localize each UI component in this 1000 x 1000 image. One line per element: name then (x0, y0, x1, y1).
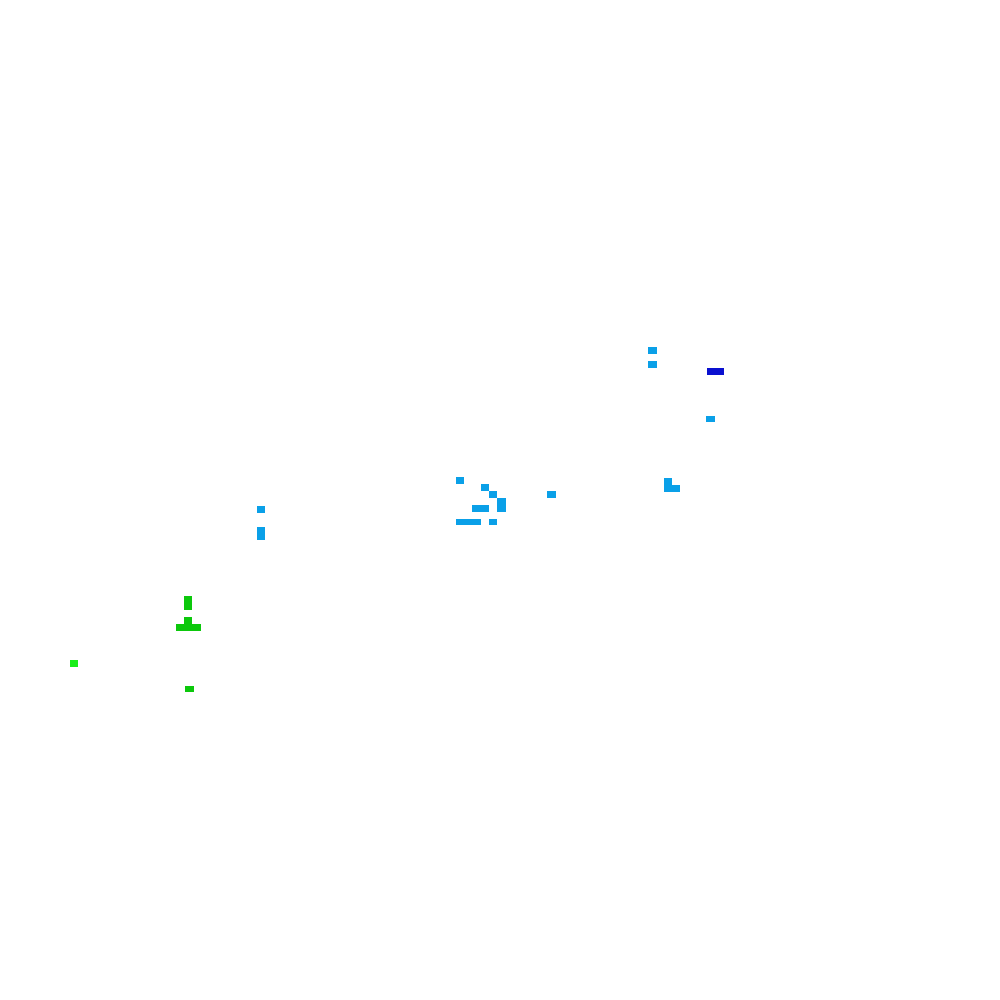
cell-green-2 (184, 617, 192, 624)
cell-blue-mid-4 (497, 498, 506, 512)
cell-blue-mid-1 (456, 477, 464, 484)
cell-blue-corner-2 (672, 485, 680, 492)
cell-blue-upper-2 (648, 361, 657, 368)
cell-green-4 (185, 686, 194, 692)
cell-dark-blue-bar (707, 368, 724, 375)
cell-blue-upper-1 (648, 347, 657, 354)
cell-green-1 (184, 596, 192, 610)
cell-blue-mid-7 (489, 519, 497, 525)
cell-blue-mid-2 (481, 484, 489, 491)
cell-blue-left-1 (257, 506, 265, 513)
cell-green-3 (176, 624, 201, 631)
cell-bright-green-1 (70, 660, 78, 667)
cell-blue-mid-8 (547, 491, 556, 498)
cell-blue-left-2 (257, 527, 265, 540)
cell-blue-corner-1 (664, 478, 672, 492)
cell-blue-right-1 (706, 416, 715, 422)
cell-blue-mid-5 (472, 505, 489, 512)
cell-blue-mid-3 (489, 491, 497, 498)
cell-blue-mid-6 (456, 519, 481, 525)
